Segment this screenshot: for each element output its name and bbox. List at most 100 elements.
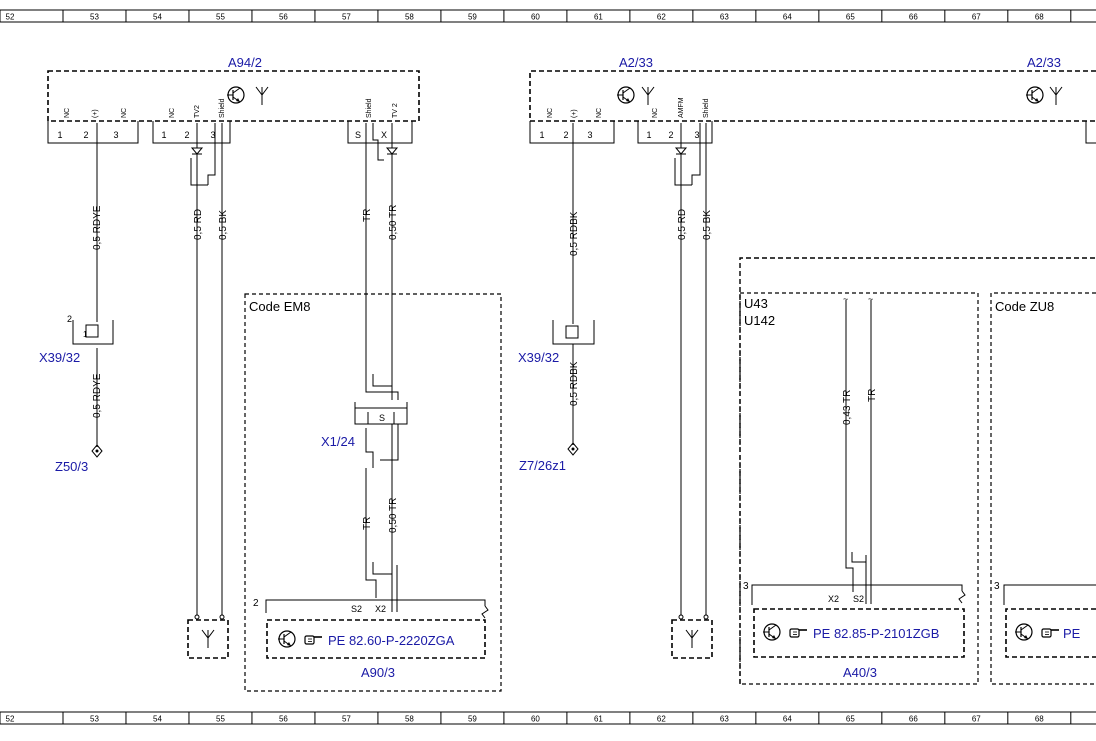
ruler-number: 52	[6, 715, 15, 724]
antenna-icon	[641, 86, 655, 106]
ruler-number: 54	[153, 13, 162, 22]
wire-rd-bk-right: 0,5 RD 0,5 BK	[674, 123, 713, 620]
ruler-number: 57	[342, 13, 351, 22]
ruler-number: 62	[657, 13, 666, 22]
wire-rdye: 0,5 RDYE 0,5 RDYE	[92, 123, 103, 447]
ruler-number: 61	[594, 13, 603, 22]
connector-x39-32-left: 2 1 X39/32	[39, 314, 114, 365]
pin-label: NC	[169, 108, 176, 118]
pin-number: S	[355, 130, 361, 140]
label-x39-32-left: X39/32	[39, 350, 80, 365]
pin-number: X	[381, 130, 387, 140]
ruler-number: 54	[153, 715, 162, 724]
break-mark: ~	[843, 294, 848, 304]
wire-rdbk: 0,5 RDBK 0,5 RDBK	[569, 123, 580, 445]
ruler-number: 62	[657, 715, 666, 724]
transistor-icon	[226, 86, 245, 104]
pin-label: (+)	[92, 109, 99, 118]
code-em8-box: Code EM8	[244, 293, 502, 692]
code-zu8-box: Code ZU8 3 PE	[990, 292, 1096, 685]
antenna-icon	[201, 629, 215, 649]
pin-label: NC	[121, 108, 128, 118]
ruler-number: 55	[216, 13, 225, 22]
ruler-number: 60	[531, 715, 540, 724]
ruler-number: 58	[405, 715, 414, 724]
ruler-number: 58	[405, 13, 414, 22]
wire-label: 0,50 TR	[388, 205, 399, 240]
wire-label: TR	[362, 209, 373, 222]
pin-number: 2	[83, 130, 88, 140]
splice-z50-3: Z50/3	[55, 444, 103, 474]
label-a40-3: A40/3	[843, 665, 877, 680]
wire-rd-bk-left: 0,5 RD 0,5 BK	[190, 123, 229, 620]
ref-zu8-partial: PE	[1063, 626, 1081, 641]
label-a90-3: A90/3	[361, 665, 395, 680]
connector-x39-32-right: X39/32	[518, 320, 595, 365]
transistor-icon	[616, 86, 635, 104]
ruler-number: 53	[90, 13, 99, 22]
pin-number: 3	[694, 130, 699, 140]
pin-label: Shield	[703, 98, 710, 118]
ruler-number: 57	[342, 715, 351, 724]
connector-x1-24: S X1/24	[321, 374, 408, 468]
wire-label: TR	[362, 517, 373, 530]
ruler-number: 68	[1035, 715, 1044, 724]
pin-label: (+)	[571, 109, 578, 118]
label-x39-32-right: X39/32	[518, 350, 559, 365]
pin-number: S2	[351, 604, 362, 614]
antenna-icon	[685, 629, 699, 649]
ref-a40-3: PE 82.85-P-2101ZGB	[813, 626, 939, 641]
pin-label: NC	[596, 108, 603, 118]
pointing-hand-icon	[1041, 628, 1060, 638]
pin-number: X2	[828, 594, 839, 604]
label-a94-2: A94/2	[228, 55, 262, 70]
pin-number: X2	[375, 604, 386, 614]
ref-a90-3: PE 82.60-P-2220ZGA	[328, 633, 455, 648]
pin-label: NC	[652, 108, 659, 118]
wire-label: 0,43 TR	[842, 390, 853, 425]
code-u142-label: U142	[744, 313, 775, 328]
break-mark: ~	[868, 294, 873, 304]
module-a90-3: 2 S2 X2 PE 82.60-P-2220ZGA A90/3	[253, 598, 489, 680]
pin-number: 1	[539, 130, 544, 140]
ruler-number: 56	[279, 13, 288, 22]
antenna-box-left	[187, 619, 229, 659]
pin-label: Shield	[219, 98, 226, 118]
pin-number: 2	[184, 130, 189, 140]
ruler-number: 60	[531, 13, 540, 22]
pin-number: 2	[563, 130, 568, 140]
ruler-number: 66	[909, 715, 918, 724]
transistor-icon	[277, 630, 296, 648]
ruler-number: 52	[6, 13, 15, 22]
wire-tr-pair: TR 0,50 TR	[362, 123, 399, 400]
ruler-number: 61	[594, 715, 603, 724]
label-a2-33-right: A2/33	[1027, 55, 1061, 70]
pin-label: NC	[64, 108, 71, 118]
wire-label: 0,5 RDBK	[569, 211, 580, 256]
ruler-number: 64	[783, 13, 792, 22]
pin-number: S	[379, 413, 385, 423]
label-x1-24: X1/24	[321, 434, 355, 449]
pointing-hand-icon	[789, 628, 808, 638]
code-zu8-label: Code ZU8	[995, 299, 1054, 314]
pin-number: 1	[57, 130, 62, 140]
ruler-top: 525354555657585960616263646566676869	[0, 9, 1096, 23]
pin-label: NC	[547, 108, 554, 118]
ruler-number: 59	[468, 715, 477, 724]
module-a94-2: A94/2 1 2 3 NC (+) NC 1 2 3 NC TV2 Shiel…	[47, 55, 420, 144]
variant-box-u43-u142: U43 U142 ~ ~ 0,43 TR TR 3 X2 S2 PE 82.85…	[739, 257, 1096, 685]
wire-label: 0,5 RDYE	[92, 373, 103, 418]
wire-label: 0,5 RD	[677, 209, 688, 240]
wire-label: 0,5 BK	[702, 210, 713, 240]
pin-label: AMFM	[678, 97, 685, 118]
wire-tr-pair-lower: TR 0,50 TR	[362, 468, 399, 612]
ruler-number: 63	[720, 13, 729, 22]
pin-label: TV 2	[392, 103, 399, 118]
pin-number: 2	[67, 314, 72, 324]
ruler-number: 64	[783, 715, 792, 724]
pointing-hand-icon	[304, 635, 323, 645]
pin-number: S2	[853, 594, 864, 604]
ruler-number: 67	[972, 13, 981, 22]
